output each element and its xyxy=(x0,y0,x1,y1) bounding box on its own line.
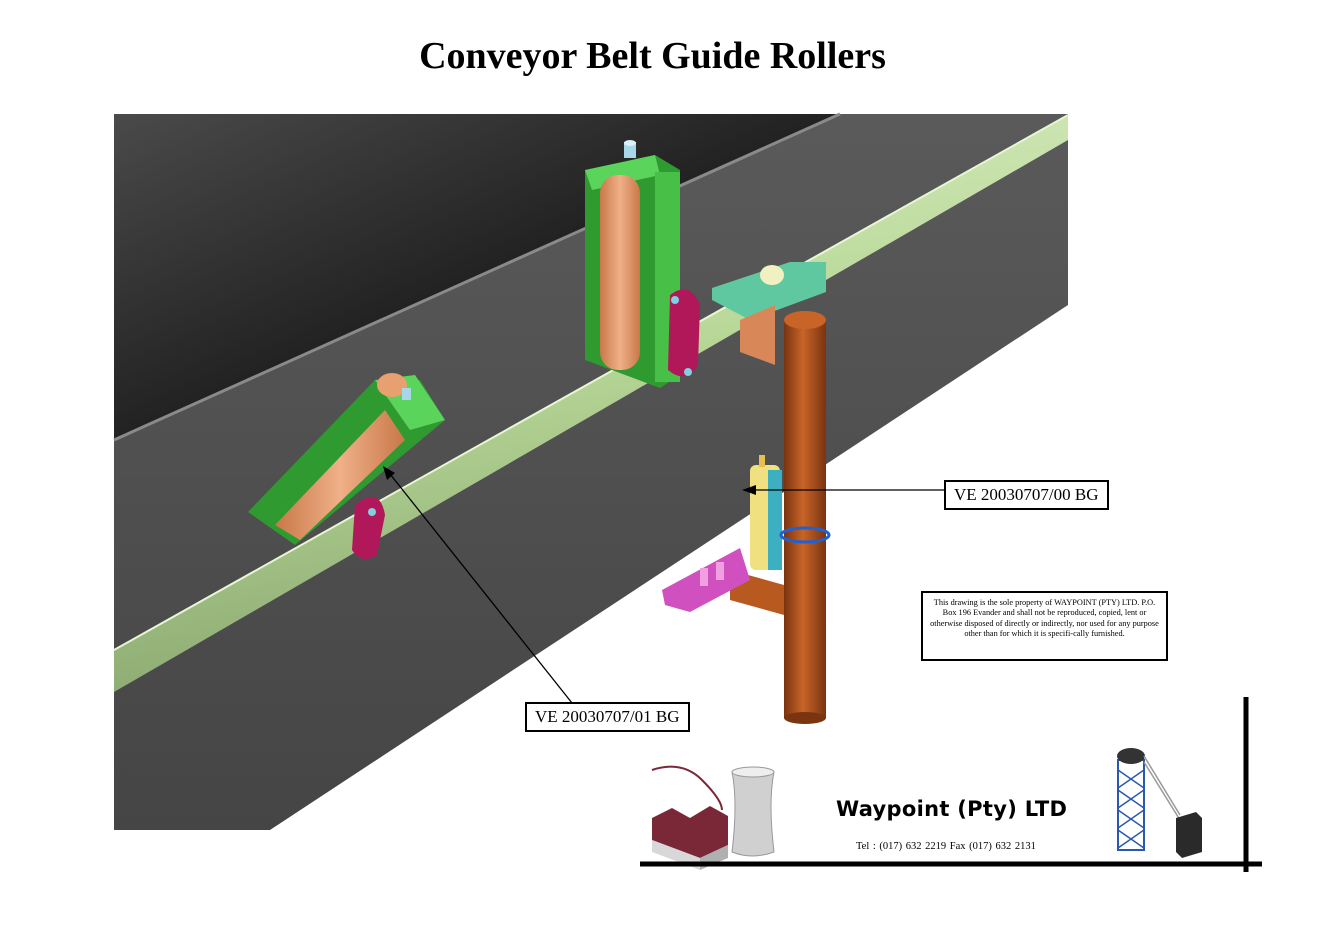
bottom-bracket xyxy=(662,548,750,612)
belt-edge xyxy=(113,112,841,442)
company-name: Waypoint (Pty) LTD xyxy=(836,797,1068,821)
drawing-title: Conveyor Belt Guide Rollers xyxy=(419,35,886,77)
belt-side-surface xyxy=(114,114,1068,830)
company-contact: Tel : (017) 632 2219 Fax (017) 632 2131 xyxy=(856,841,1036,852)
upper-guide-roller xyxy=(585,140,680,388)
headframe-illustration xyxy=(1117,748,1202,858)
leader-lower xyxy=(383,466,573,704)
support-bracket xyxy=(712,262,826,365)
copyright-notice-text: This drawing is the sole property of WAY… xyxy=(930,598,1159,639)
vertical-guide-roller xyxy=(750,455,831,570)
copyright-notice: This drawing is the sole property of WAY… xyxy=(921,591,1168,661)
cooling-tower-illustration xyxy=(731,766,775,857)
callout-label-upper: VE 20030707/00 BG xyxy=(944,480,1109,510)
factory-illustration xyxy=(651,765,728,870)
leader-upper xyxy=(742,485,945,495)
callout-label-lower: VE 20030707/01 BG xyxy=(525,702,690,732)
upper-pipe-clamp xyxy=(668,289,700,377)
lower-guide-roller xyxy=(248,373,445,545)
support-post xyxy=(730,311,826,724)
lower-pipe-clamp xyxy=(352,497,385,559)
